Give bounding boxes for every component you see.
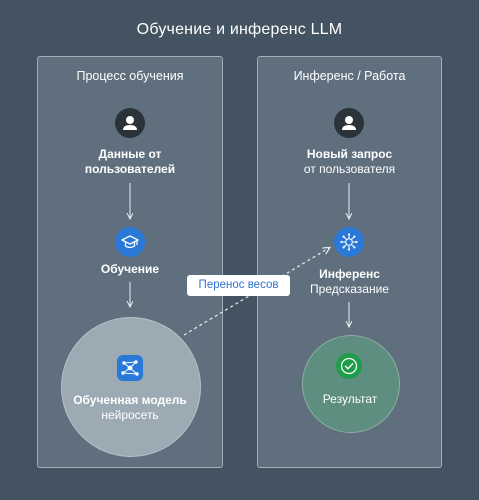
trained-model-label-line1: Обученная модель — [73, 393, 187, 407]
user-icon — [115, 108, 145, 138]
training-data-label-line1: Данные от — [98, 147, 162, 161]
training-step-label: Обучение — [100, 262, 160, 276]
inference-step-label-line1: Инференс — [319, 267, 380, 281]
training-data-label-line2: пользователей — [84, 162, 176, 176]
graduation-cap-icon — [115, 227, 145, 257]
inference-heading: Инференс / Работа — [293, 69, 406, 83]
neural-network-icon — [116, 354, 144, 382]
result-label: Результат — [322, 392, 378, 406]
trained-model-label-line2: нейросеть — [101, 408, 159, 422]
result-circle — [302, 335, 400, 433]
request-label-line2: от пользователя — [303, 162, 396, 176]
training-heading: Процесс обучения — [76, 69, 184, 83]
request-label-line1: Новый запрос — [306, 147, 393, 161]
inference-step-label-line2: Предсказание — [310, 282, 389, 296]
check-circle-icon — [335, 352, 363, 380]
user-icon — [334, 108, 364, 138]
weights-transfer-label: Перенос весов — [187, 275, 290, 296]
network-hub-icon — [334, 227, 364, 257]
trained-model-circle — [61, 317, 201, 457]
diagram-title: Обучение и инференс LLM — [136, 21, 343, 38]
